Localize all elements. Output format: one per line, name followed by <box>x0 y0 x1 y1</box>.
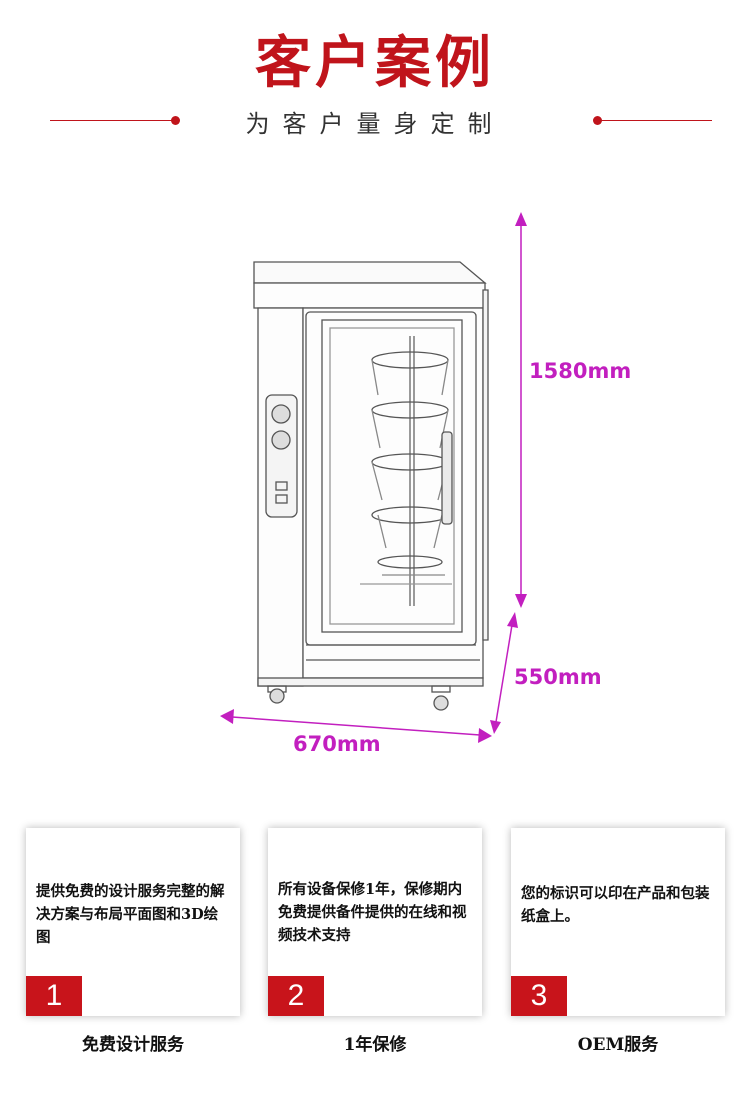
left-divider-line <box>50 120 176 121</box>
left-divider-dot <box>171 116 180 125</box>
service-number-badge: 2 <box>268 976 324 1016</box>
page-title: 客户案例 <box>255 31 495 96</box>
service-caption-oem: OEM服务 <box>577 1035 659 1055</box>
service-card-text: 您的标识可以印在产品和包装纸盒上。 <box>521 885 710 925</box>
service-caption-design: 免费设计服务 <box>82 1035 184 1055</box>
service-caption-warranty: 1年保修 <box>343 1035 407 1055</box>
width-dimension-label: 670mm <box>293 732 381 756</box>
height-dimension-label: 1580mm <box>529 359 632 383</box>
right-divider-dot <box>593 116 602 125</box>
service-card-warranty: 所有设备保修1年，保修期内免费提供备件提供的在线和视频技术支持 2 <box>268 828 482 1016</box>
page-subtitle: 为客户量身定制 <box>245 110 505 138</box>
service-number-badge: 3 <box>511 976 567 1016</box>
service-card-text: 所有设备保修1年，保修期内免费提供备件提供的在线和视频技术支持 <box>278 881 467 944</box>
service-card-oem: 您的标识可以印在产品和包装纸盒上。 3 <box>511 828 725 1016</box>
service-number-badge: 1 <box>26 976 82 1016</box>
depth-dimension-label: 550mm <box>514 665 602 689</box>
right-divider-line <box>598 120 712 121</box>
service-card-design: 提供免费的设计服务完整的解决方案与布局平面图和3D绘图 1 <box>26 828 240 1016</box>
service-card-text: 提供免费的设计服务完整的解决方案与布局平面图和3D绘图 <box>36 883 225 946</box>
rotisserie-oven-illustration <box>220 212 527 743</box>
